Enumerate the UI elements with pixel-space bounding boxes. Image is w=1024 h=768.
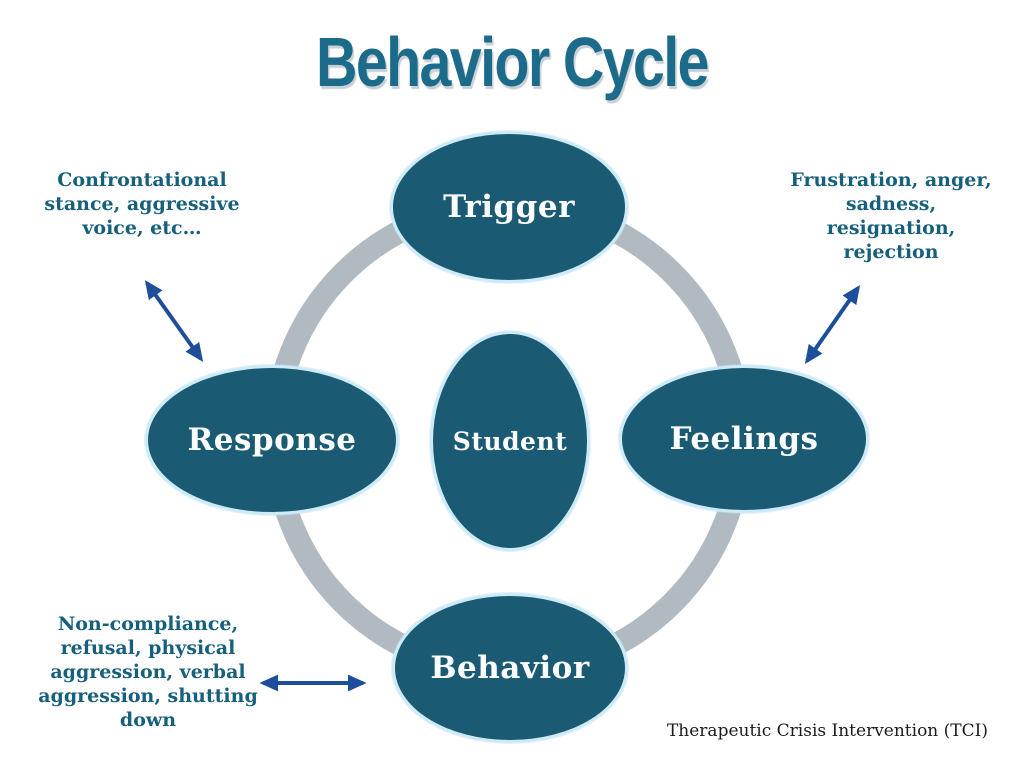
annotation-line: sadness, (845, 193, 937, 215)
annotation-line: voice, etc… (82, 217, 202, 239)
node-feelings-label: Feelings (669, 421, 819, 457)
annotation-line: aggression, verbal (50, 661, 246, 683)
annotation-line: stance, aggressive (44, 193, 240, 215)
page-title-text: Behavior Cycle (316, 23, 709, 101)
node-response-label: Response (187, 422, 357, 458)
annotation-line: Confrontational (57, 169, 227, 191)
node-response: Response (145, 365, 399, 515)
arrow-feelings-annotation (804, 285, 861, 364)
node-student-label: Student (452, 426, 568, 456)
node-trigger: Trigger (390, 131, 628, 283)
page-title: Behavior Cycle (0, 16, 1024, 108)
node-trigger-label: Trigger (443, 189, 575, 225)
node-student-center: Student (430, 331, 590, 551)
node-behavior-label: Behavior (430, 650, 590, 686)
arrow-response-annotation (144, 280, 204, 362)
annotation-feelings-examples: Frustration, anger, sadness, resignation… (785, 168, 997, 264)
node-behavior: Behavior (392, 593, 628, 743)
footer-attribution: Therapeutic Crisis Intervention (TCI) (666, 721, 988, 741)
annotation-line: Frustration, anger, (790, 169, 992, 191)
annotation-line: rejection (843, 241, 939, 263)
annotation-line: resignation, (826, 217, 956, 239)
annotation-line: down (119, 709, 177, 731)
annotation-behavior-examples: Non-compliance, refusal, physical aggres… (36, 612, 260, 732)
annotation-response-examples: Confrontational stance, aggressive voice… (36, 168, 248, 240)
annotation-line: aggression, shutting (38, 685, 258, 707)
annotation-line: Non-compliance, (57, 613, 239, 635)
annotation-line: refusal, physical (60, 637, 236, 659)
node-feelings: Feelings (619, 365, 869, 513)
